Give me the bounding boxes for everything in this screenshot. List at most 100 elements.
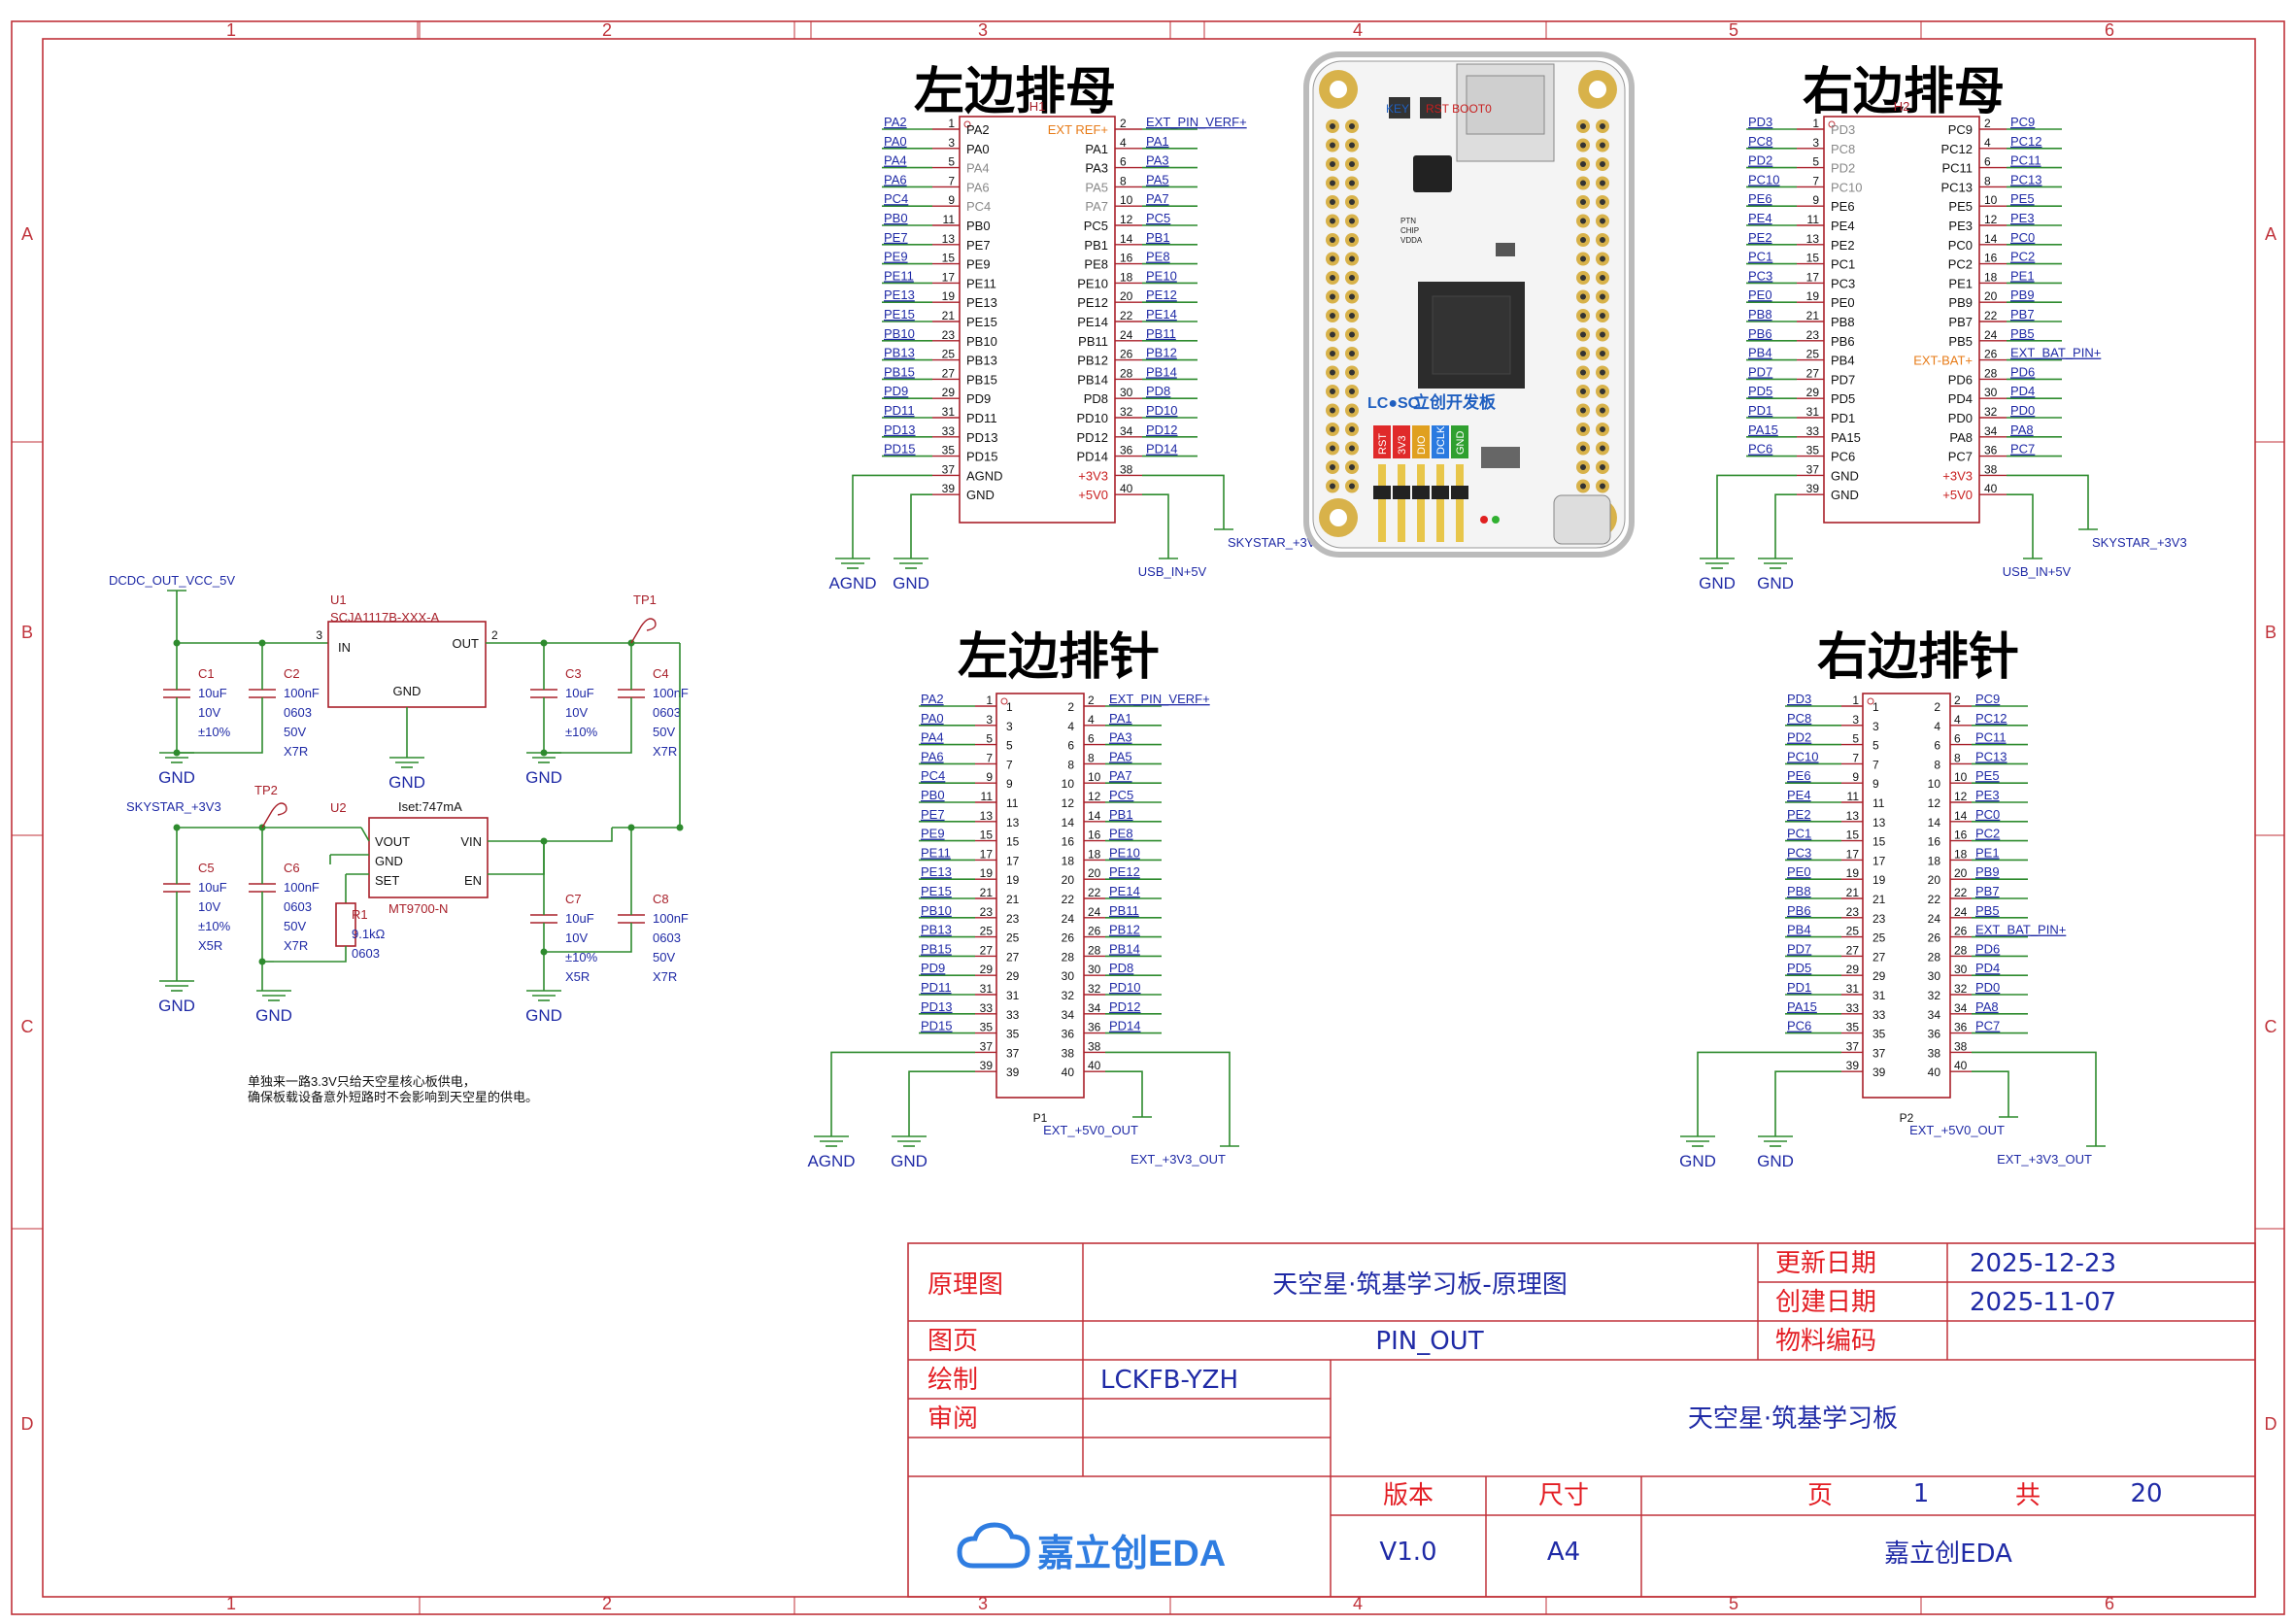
- swd-label-tag: [1373, 425, 1391, 458]
- net-label: PD10: [1146, 403, 1178, 418]
- component-value: ±10%: [565, 725, 598, 739]
- pin-name: PD12: [1076, 430, 1108, 445]
- pin-number: 20: [1954, 866, 1968, 880]
- swd-label-tag: [1412, 425, 1430, 458]
- pin-number: 32: [1120, 405, 1133, 419]
- pin-number: 22: [1088, 886, 1101, 899]
- pin-name: PB12: [1077, 354, 1108, 368]
- pin-number: 24: [1984, 328, 1998, 342]
- component-value: 100nF: [653, 686, 689, 700]
- pin-name: 6: [1934, 739, 1940, 753]
- net-label: PE14: [1146, 307, 1177, 321]
- pin-name: 17: [1872, 854, 1886, 867]
- component-value: X5R: [565, 969, 590, 984]
- pin-name: PE15: [966, 315, 997, 329]
- pin-number: 29: [980, 963, 994, 976]
- grid-col-top: 2: [602, 20, 612, 40]
- pin-name: EXT REF+: [1048, 122, 1108, 137]
- net-label: PB15: [884, 364, 915, 379]
- net-label: PE0: [1787, 864, 1811, 879]
- pin-number: 33: [1846, 1001, 1860, 1015]
- pin-name: PD7: [1831, 372, 1855, 387]
- net-label: EXT_BAT_PIN+: [1975, 923, 2066, 937]
- pin-name: PC1: [1831, 257, 1855, 272]
- net-label: PA5: [1109, 749, 1132, 763]
- component-value: X7R: [284, 744, 308, 759]
- pin-name: 12: [1062, 796, 1075, 810]
- net-label: PD15: [884, 442, 916, 457]
- component-value: 0603: [653, 930, 681, 945]
- component-value: 0603: [284, 705, 312, 720]
- pin-name: +5V0: [1078, 488, 1108, 502]
- svg-text:VDDA: VDDA: [1400, 236, 1423, 245]
- pin-name: PA8: [1949, 430, 1973, 445]
- pin-number: 37: [980, 1039, 994, 1053]
- pin-name: VIN: [460, 834, 482, 849]
- net-label: PE8: [1109, 827, 1133, 841]
- net-label: PA1: [1109, 711, 1132, 726]
- swd-label-tag: [1393, 425, 1410, 458]
- component-value: 10uF: [565, 686, 594, 700]
- grid-col-top: 6: [2105, 20, 2114, 40]
- pin-name: 14: [1928, 816, 1941, 829]
- component-value: C3: [565, 666, 582, 681]
- pin-name: GND: [375, 854, 403, 868]
- net-label: PD11: [884, 403, 915, 418]
- ground-label: GND: [525, 768, 562, 787]
- pin-number: 3: [1852, 713, 1859, 727]
- pin-number: 34: [1954, 1001, 1968, 1015]
- net-label: PB13: [921, 923, 952, 937]
- pin-number: 14: [1120, 232, 1133, 246]
- pin-name: PE9: [966, 257, 991, 272]
- pin-name: 38: [1928, 1046, 1941, 1060]
- swd-label: DIO: [1416, 435, 1428, 455]
- component-value: 0603: [653, 705, 681, 720]
- pin-name: PA15: [1831, 430, 1861, 445]
- grid-col-bottom: 1: [226, 1594, 236, 1613]
- junction-dot: [173, 639, 181, 647]
- pin-name: 30: [1928, 969, 1941, 983]
- jlc-eda-logo: 嘉立创EDA: [957, 1522, 1226, 1574]
- pin-name: 40: [1062, 1066, 1075, 1079]
- pin-name: 2: [1067, 700, 1074, 714]
- pin-name: PD3: [1831, 122, 1855, 137]
- swd-label: 3V3: [1397, 435, 1408, 455]
- pin-name: PE12: [1077, 295, 1108, 310]
- header-body: [1823, 116, 1980, 524]
- pin-name: PE7: [966, 238, 991, 253]
- swd-label: GND: [1455, 431, 1467, 456]
- tb-version-value: V1.0: [1379, 1538, 1436, 1567]
- ground-label: GND: [1757, 1152, 1794, 1170]
- pin-number: 4: [1984, 136, 1991, 150]
- net-label: EXT_PIN_VERF+: [1109, 692, 1210, 706]
- tb-total-value: 20: [2130, 1479, 2162, 1508]
- net-label: PD2: [1748, 153, 1772, 168]
- tb-material-label: 物料编码: [1775, 1327, 1876, 1356]
- pin-name: 38: [1062, 1046, 1075, 1060]
- pin-number: 15: [1806, 252, 1820, 265]
- pin-number: 20: [1120, 289, 1133, 303]
- pin1-marker-icon: [1000, 697, 1008, 705]
- pin-name: PC11: [1941, 161, 1973, 176]
- pin-number: 26: [1088, 925, 1101, 938]
- pin-number: 20: [1984, 289, 1998, 303]
- pin-name: PD10: [1076, 411, 1108, 425]
- key-button-icon: [1389, 97, 1410, 118]
- pin-number: 16: [1088, 829, 1101, 842]
- grid-row-right: A: [2265, 224, 2277, 244]
- pin-number: 2: [1984, 117, 1991, 130]
- pin-number: 26: [1120, 348, 1133, 361]
- tb-company: 嘉立创EDA: [1884, 1539, 2012, 1569]
- net-label: PB9: [1975, 864, 2000, 879]
- pin-number: 1: [1812, 117, 1819, 130]
- pin-number: 21: [980, 886, 994, 899]
- swd-label-tag: [1432, 425, 1449, 458]
- net-label: PB1: [1146, 230, 1170, 245]
- pin-number: 8: [1984, 174, 1991, 187]
- pin-name: 32: [1062, 989, 1075, 1002]
- pin-number: 15: [1846, 829, 1860, 842]
- net-label: PD3: [1748, 115, 1772, 129]
- component-value: R1: [352, 907, 368, 922]
